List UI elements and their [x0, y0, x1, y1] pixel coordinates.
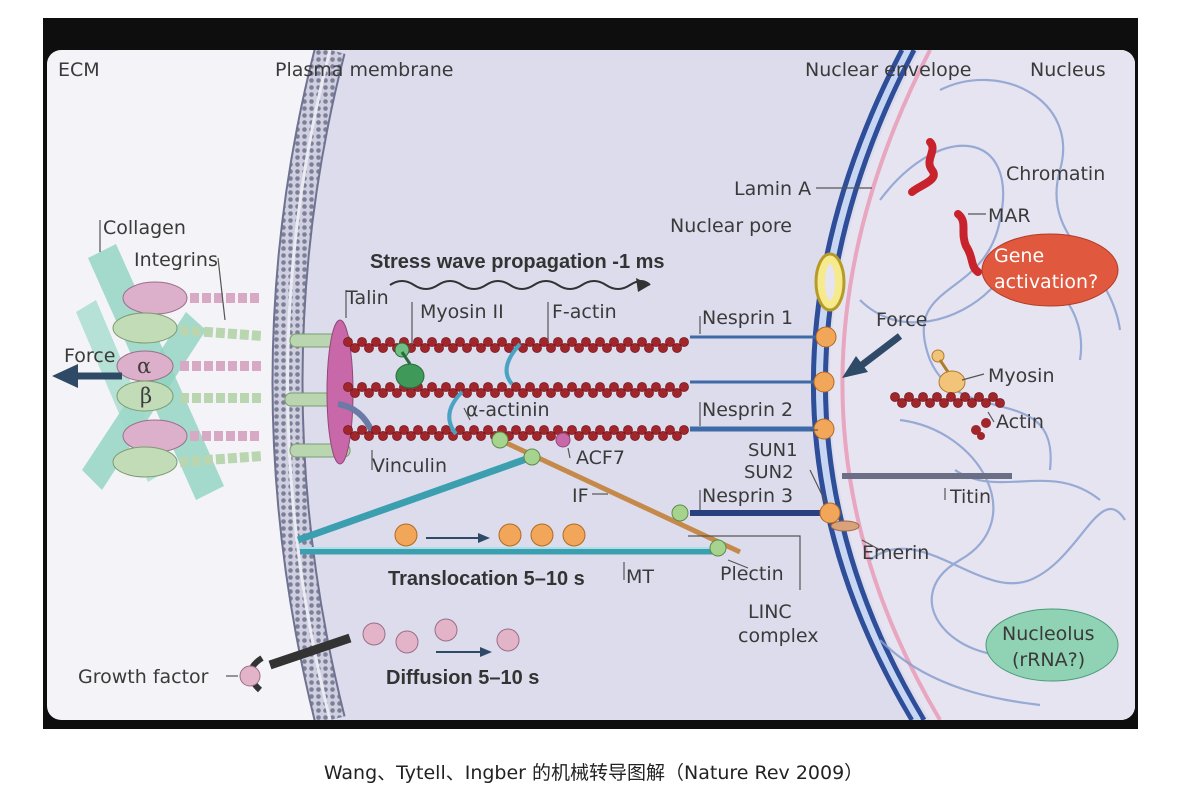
- diffusion-molecules: [362, 618, 520, 657]
- label-plectin: Plectin: [720, 563, 784, 585]
- label-nuclear-pore: Nuclear pore: [670, 215, 792, 237]
- label-nesprin-3: Nesprin 3: [702, 485, 793, 507]
- growth-factor-receptor: [226, 633, 352, 693]
- nuclear-envelope: [811, 50, 915, 720]
- label-talin: Talin: [345, 287, 389, 309]
- label-linc-line2: complex: [738, 625, 819, 647]
- label-plasma-membrane: Plasma membrane: [275, 59, 453, 81]
- label-gene-line2: activation?: [994, 271, 1098, 293]
- gene-activation-oval: [981, 233, 1119, 307]
- nucleus-region: [829, 50, 1135, 720]
- label-beta: β: [140, 384, 152, 408]
- label-force-right: Force: [876, 309, 927, 331]
- force-arrow-left: [52, 364, 122, 388]
- label-lamin-a: Lamin A: [734, 178, 811, 200]
- label-growth-factor: Growth factor: [78, 666, 209, 688]
- label-linc-line1: LINC: [748, 601, 792, 623]
- label-force-left: Force: [64, 345, 115, 367]
- label-nucleolus-line2: (rRNA?): [1012, 649, 1085, 671]
- label-vinculin: Vinculin: [372, 455, 447, 477]
- nuclear-actin: [890, 392, 1005, 408]
- label-nesprin-1: Nesprin 1: [702, 307, 793, 329]
- label-f-actin: F-actin: [552, 301, 617, 323]
- myosin-ii: [394, 342, 425, 389]
- actin-monomers: [971, 418, 991, 440]
- nuclear-myosin: [931, 349, 966, 394]
- figure-caption: Wang、Tytell、Ingber 的机械转导图解（Nature Rev 20…: [323, 762, 864, 784]
- label-if: IF: [572, 485, 589, 507]
- label-sun1: SUN1: [748, 440, 798, 461]
- microtubules: [296, 453, 720, 555]
- label-acf7: ACF7: [576, 447, 625, 469]
- stress-wave-arrow: [389, 278, 651, 292]
- label-ecm: ECM: [58, 59, 100, 81]
- label-nucleolus-line1: Nucleolus: [1002, 623, 1095, 645]
- label-nuclear-envelope: Nuclear envelope: [805, 59, 971, 81]
- label-myosin: Myosin: [988, 365, 1054, 387]
- translocation-cargo: [394, 523, 586, 547]
- nucleolus-oval: [985, 608, 1119, 682]
- force-arrow-right: [842, 333, 903, 378]
- label-sun2: SUN2: [744, 462, 794, 483]
- alpha-actinin: [504, 342, 522, 386]
- label-nucleus: Nucleus: [1030, 59, 1106, 81]
- label-actin: Actin: [996, 411, 1044, 433]
- vinculin: [337, 401, 375, 434]
- label-emerin: Emerin: [862, 542, 929, 564]
- label-translocation: Translocation 5–10 s: [388, 568, 585, 590]
- label-mt: MT: [626, 566, 654, 588]
- nuclear-lamina: [840, 50, 942, 720]
- label-collagen: Collagen: [103, 217, 186, 239]
- sun-proteins: [813, 326, 860, 532]
- label-nesprin-2: Nesprin 2: [702, 399, 793, 421]
- label-stress-wave: Stress wave propagation -1 ms: [370, 251, 665, 273]
- label-integrins: Integrins: [134, 249, 218, 271]
- label-chromatin: Chromatin: [1006, 163, 1105, 185]
- nuclear-pore: [814, 252, 846, 312]
- linker-beads: [491, 431, 727, 557]
- leader-lines: [99, 187, 995, 590]
- integrins: [112, 281, 351, 478]
- label-myosin-ii: Myosin II: [420, 301, 504, 323]
- label-alpha: α: [137, 354, 151, 378]
- label-mar: MAR: [988, 205, 1031, 227]
- label-alpha-actinin: α-actinin: [466, 399, 550, 421]
- label-titin: Titin: [949, 486, 991, 508]
- label-gene-line1: Gene: [994, 245, 1044, 267]
- label-diffusion: Diffusion 5–10 s: [386, 667, 539, 689]
- nesprin-linkers: [690, 335, 820, 516]
- mar-region: [908, 138, 938, 196]
